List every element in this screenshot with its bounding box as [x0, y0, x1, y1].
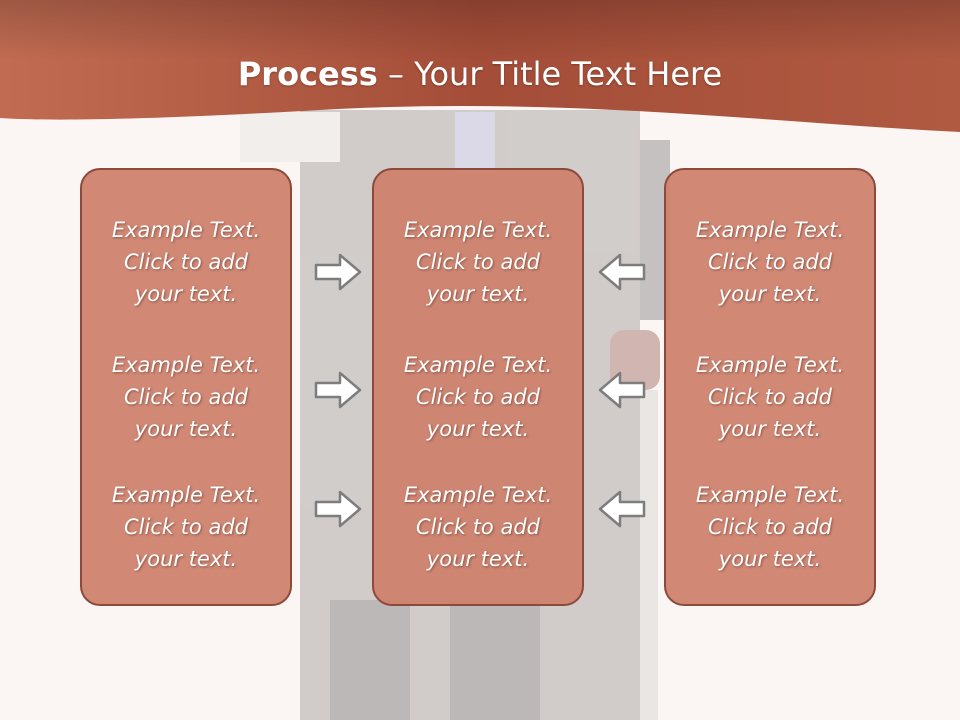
- text-block-left-2[interactable]: Example Text. Click to add your text.: [82, 349, 290, 445]
- text-line: your text.: [134, 417, 238, 441]
- text-block-left-3[interactable]: Example Text. Click to add your text.: [82, 479, 290, 575]
- text-line: Example Text.: [111, 353, 261, 377]
- text-line: Example Text.: [111, 483, 261, 507]
- text-line: Click to add: [707, 250, 832, 274]
- text-line: Example Text.: [111, 218, 261, 242]
- text-line: Example Text.: [695, 483, 845, 507]
- text-block-middle-1[interactable]: Example Text. Click to add your text.: [374, 214, 582, 310]
- header-banner: [0, 0, 960, 132]
- text-line: Example Text.: [403, 353, 553, 377]
- text-line: Example Text.: [403, 218, 553, 242]
- text-block-right-1[interactable]: Example Text. Click to add your text.: [666, 214, 874, 310]
- text-line: Click to add: [123, 250, 248, 274]
- text-block-middle-2[interactable]: Example Text. Click to add your text.: [374, 349, 582, 445]
- text-line: Example Text.: [695, 218, 845, 242]
- text-line: Click to add: [415, 250, 540, 274]
- text-block-middle-3[interactable]: Example Text. Click to add your text.: [374, 479, 582, 575]
- text-line: Click to add: [415, 515, 540, 539]
- text-line: Click to add: [707, 385, 832, 409]
- text-line: your text.: [426, 282, 530, 306]
- arrow-left-icon: [598, 253, 646, 291]
- arrow-left-icon: [598, 371, 646, 409]
- arrow-right-icon: [314, 371, 362, 409]
- arrow-right-icon: [314, 253, 362, 291]
- text-block-left-1[interactable]: Example Text. Click to add your text.: [82, 214, 290, 310]
- slide-title[interactable]: Process – Your Title Text Here: [0, 52, 960, 96]
- title-rest-text: – Your Title Text Here: [377, 55, 723, 93]
- process-box-left[interactable]: Example Text. Click to add your text. Ex…: [80, 168, 292, 606]
- title-bold-text: Process: [237, 55, 378, 93]
- text-line: Example Text.: [695, 353, 845, 377]
- text-line: Click to add: [707, 515, 832, 539]
- text-line: your text.: [718, 417, 822, 441]
- text-line: Click to add: [415, 385, 540, 409]
- text-line: your text.: [718, 547, 822, 571]
- text-line: Example Text.: [403, 483, 553, 507]
- text-line: your text.: [718, 282, 822, 306]
- text-line: your text.: [134, 282, 238, 306]
- process-box-middle[interactable]: Example Text. Click to add your text. Ex…: [372, 168, 584, 606]
- text-line: your text.: [134, 547, 238, 571]
- arrow-left-icon: [598, 490, 646, 528]
- text-block-right-3[interactable]: Example Text. Click to add your text.: [666, 479, 874, 575]
- text-block-right-2[interactable]: Example Text. Click to add your text.: [666, 349, 874, 445]
- text-line: your text.: [426, 417, 530, 441]
- text-line: your text.: [426, 547, 530, 571]
- process-box-right[interactable]: Example Text. Click to add your text. Ex…: [664, 168, 876, 606]
- text-line: Click to add: [123, 515, 248, 539]
- text-line: Click to add: [123, 385, 248, 409]
- arrow-right-icon: [314, 490, 362, 528]
